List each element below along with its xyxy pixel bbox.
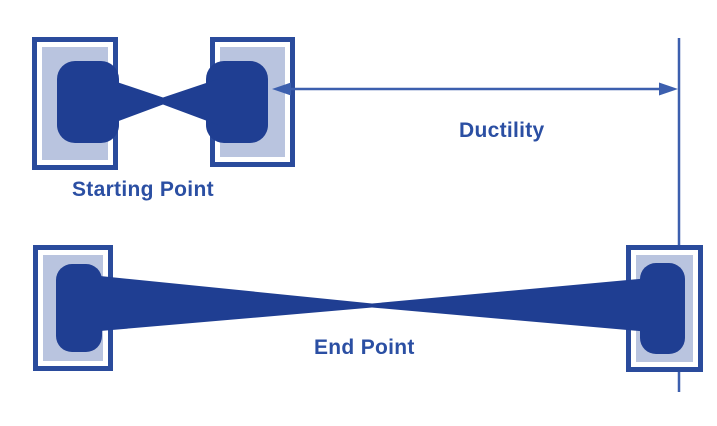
end-specimen-right-head bbox=[640, 263, 685, 354]
ductility-arrow-right-head bbox=[659, 82, 678, 96]
end-specimen bbox=[56, 263, 685, 354]
start-specimen-gauge bbox=[108, 79, 218, 125]
ductility-arrow-left-head bbox=[272, 82, 291, 96]
start-specimen-left-head bbox=[57, 61, 119, 143]
starting-point-assembly bbox=[32, 37, 295, 170]
start-specimen bbox=[57, 61, 268, 143]
start-specimen-right-head bbox=[206, 61, 268, 143]
end-point-assembly bbox=[33, 245, 703, 372]
ductility-label: Ductility bbox=[459, 119, 545, 142]
starting-point-label: Starting Point bbox=[72, 178, 214, 201]
end-specimen-left-head bbox=[56, 264, 102, 352]
end-point-label: End Point bbox=[314, 336, 415, 359]
end-specimen-gauge bbox=[100, 276, 650, 332]
